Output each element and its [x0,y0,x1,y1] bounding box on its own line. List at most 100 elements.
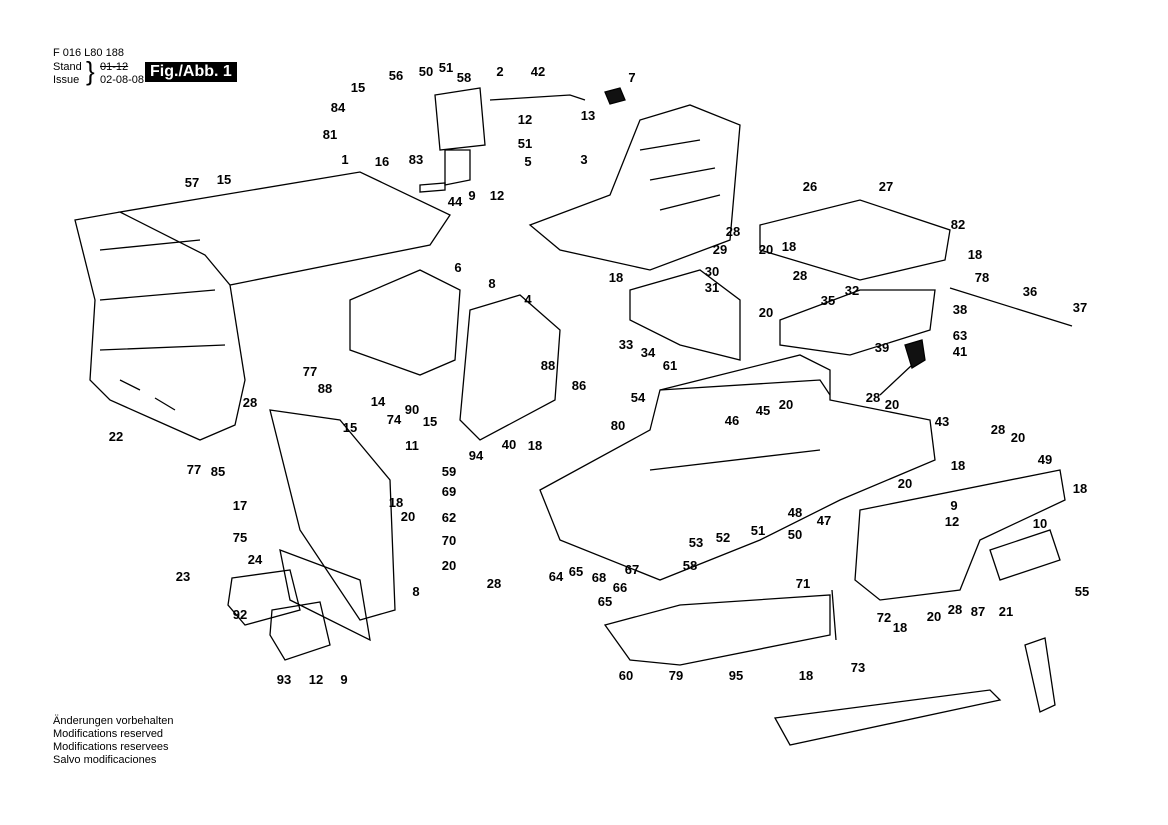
callout-label: 57 [184,175,200,190]
figure-label: Fig./Abb. 1 [145,62,237,82]
callout-label: 70 [441,533,457,548]
callout-label: 73 [850,660,866,675]
seat-plate-part [759,199,951,281]
knob-part [604,87,626,105]
frame-part [539,354,936,581]
callout-label: 22 [108,429,124,444]
callout-label: 63 [952,328,968,343]
callout-label: 8 [488,276,496,291]
callout-label: 18 [892,620,908,635]
callout-label: 51 [438,60,454,75]
callout-label: 88 [317,381,333,396]
callout-label: 93 [276,672,292,687]
callout-label: 81 [322,127,338,142]
callout-label: 8 [412,584,420,599]
callout-label: 65 [568,564,584,579]
callout-label: 82 [950,217,966,232]
post-part [1024,637,1056,713]
callout-label: 26 [802,179,818,194]
callout-label: 1 [341,152,349,167]
callout-label: 28 [792,268,808,283]
fuel-tank-part [349,269,461,376]
callout-label: 46 [724,413,740,428]
rear-cover-part [629,269,936,361]
headlight-right-part [269,601,331,661]
callout-label: 33 [618,337,634,352]
callout-label: 20 [758,305,774,320]
callout-label: 38 [952,302,968,317]
callout-label: 15 [342,420,358,435]
callout-label: 42 [530,64,546,79]
box-part [989,529,1061,581]
callout-label: 95 [728,668,744,683]
callout-label: 10 [1032,516,1048,531]
callout-label: 37 [1072,300,1088,315]
callout-label: 5 [524,154,532,169]
callout-label: 12 [517,112,533,127]
callout-label: 28 [242,395,258,410]
headlight-left-part [227,569,301,626]
callout-label: 43 [934,414,950,429]
callout-label: 9 [340,672,348,687]
callout-label: 60 [618,668,634,683]
callout-label: 53 [688,535,704,550]
old-date: 01-12 [100,61,129,73]
callout-label: 27 [878,179,894,194]
callout-label: 45 [755,403,771,418]
callout-label: 36 [1022,284,1038,299]
callout-label: 74 [386,412,402,427]
callout-label: 2 [496,64,504,79]
callout-label: 75 [232,530,248,545]
note-en: Modifications reserved [53,728,164,740]
callout-label: 31 [704,280,720,295]
callout-label: 80 [610,418,626,433]
issue-date: 02-08-08 [100,74,145,86]
seat-part [528,104,741,271]
callout-label: 55 [1074,584,1090,599]
callout-label: 28 [725,224,741,239]
callout-label: 65 [597,594,613,609]
callout-label: 92 [232,607,248,622]
callout-label: 18 [388,495,404,510]
callout-label: 14 [370,394,386,409]
callout-label: 20 [758,242,774,257]
callout-label: 71 [795,576,811,591]
callout-label: 69 [441,484,457,499]
callout-label: 12 [308,672,324,687]
brace-icon: } [86,56,95,86]
callout-label: 32 [844,283,860,298]
rear-fender-part [854,469,1066,601]
callout-label: 39 [874,340,890,355]
callout-label: 15 [216,172,232,187]
callout-label: 28 [947,602,963,617]
steering-part [904,339,926,369]
callout-label: 28 [865,390,881,405]
callout-label: 66 [612,580,628,595]
callout-label: 12 [489,188,505,203]
callout-label: 50 [418,64,434,79]
callout-label: 48 [787,505,803,520]
cap-part [419,182,446,193]
callout-label: 56 [388,68,404,83]
callout-label: 29 [712,242,728,257]
callout-label: 54 [630,390,646,405]
callout-label: 62 [441,510,457,525]
callout-label: 49 [1037,452,1053,467]
callout-label: 77 [302,364,318,379]
bracket-part [434,87,486,186]
callout-label: 28 [486,576,502,591]
callout-label: 24 [247,552,263,567]
callout-label: 3 [580,152,588,167]
callout-label: 18 [798,668,814,683]
callout-label: 87 [970,604,986,619]
callout-label: 12 [944,514,960,529]
note-de: Änderungen vorbehalten [53,715,174,727]
hood-part [74,171,451,441]
callout-label: 59 [441,464,457,479]
callout-label: 20 [441,558,457,573]
callout-label: 68 [591,570,607,585]
callout-label: 86 [571,378,587,393]
callout-label: 35 [820,293,836,308]
callout-label: 58 [456,70,472,85]
